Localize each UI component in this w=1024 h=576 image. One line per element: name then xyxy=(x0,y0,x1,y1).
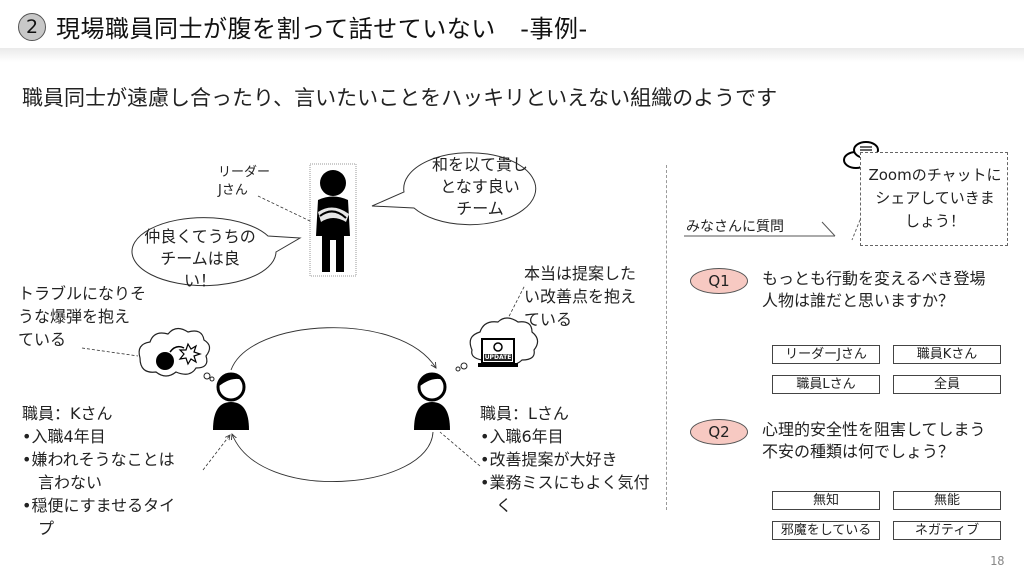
speech-bubble-right xyxy=(371,152,537,226)
zoom-note-text: Zoomのチャットに シェアしていきま しょう！ xyxy=(862,164,1008,233)
k-info-pointer xyxy=(202,435,230,471)
header-shadow xyxy=(0,48,1024,62)
staff-l-bullet: •業務ミスにもよく気付 xyxy=(480,473,650,492)
k-thought-text: トラブルになりそ うな爆弾を抱え ている xyxy=(18,282,146,351)
leader-label-line1: リーダー xyxy=(218,165,271,180)
section-number-badge: 2 xyxy=(18,13,46,41)
q2-option[interactable]: 邪魔をしている xyxy=(772,521,880,540)
speech-right-line: となす良い xyxy=(440,177,520,196)
l-thought-line: ている xyxy=(524,310,573,329)
k-thought-line: トラブルになりそ xyxy=(18,284,147,303)
leader-figure-icon xyxy=(309,163,357,277)
l-thought-line: い改善点を抱え xyxy=(524,287,637,306)
slide-title: 現場職員同士が腹を割って話せていない -事例- xyxy=(56,15,588,43)
staff-l-bullet: •改善提案が大好き xyxy=(480,450,618,469)
bomb-thought-cloud-icon xyxy=(138,327,215,382)
speech-bubble-left xyxy=(131,217,302,287)
staff-k-figure-icon xyxy=(213,372,249,430)
zoom-note-line: しょう！ xyxy=(904,212,965,230)
q1-text: もっとも行動を変えるべき登場人物は誰だと思いますか？ xyxy=(762,269,986,310)
staff-k-bullet: •入職4年目 xyxy=(22,427,106,446)
zoom-note-box xyxy=(860,152,1008,246)
q1-option[interactable]: 職員Lさん xyxy=(772,375,880,394)
staff-k-bullet: •穏便にすませるタイ xyxy=(22,496,176,515)
page-number: 18 xyxy=(990,554,1005,568)
zoom-note-line: Zoomのチャットに xyxy=(868,166,1002,184)
l-thought-pointer xyxy=(499,284,526,335)
speech-left-text: 仲良くてうちの チームは良 い！ xyxy=(134,226,266,292)
section-divider xyxy=(666,165,667,510)
staff-l-bullet: •入職6年目 xyxy=(480,427,564,446)
speech-left-line: い！ xyxy=(183,271,216,290)
l-info-pointer xyxy=(439,431,481,467)
l-thought-text: 本当は提案した い改善点を抱え ている xyxy=(524,262,636,331)
laptop-update-label: UPDATE xyxy=(484,354,512,361)
staff-k-name: 職員：Kさん xyxy=(22,404,113,423)
speech-right-text: 和を以て貴し となす良い チーム xyxy=(420,154,540,220)
k-thought-pointer xyxy=(81,347,139,357)
update-laptop-thought-cloud-icon xyxy=(455,317,539,372)
l-thought-line: 本当は提案した xyxy=(524,264,637,283)
q1-option[interactable]: リーダーJさん xyxy=(772,345,880,364)
staff-l-figure-icon xyxy=(414,372,450,430)
q2-badge: Q2 xyxy=(690,419,748,445)
q1-badge: Q1 xyxy=(690,268,748,294)
speech-left-line: チームは良 xyxy=(160,249,240,268)
staff-k-info: 職員：Kさん •入職4年目 •嫌われそうなことは 言わない •穏便にすませるタイ… xyxy=(22,402,175,540)
q2-option[interactable]: 無能 xyxy=(893,491,1001,510)
speech-right-line: 和を以て貴し xyxy=(431,155,528,174)
k-thought-line: ている xyxy=(18,330,67,349)
arrow-k-to-l xyxy=(230,327,436,371)
k-thought-line: うな爆弾を抱え xyxy=(18,307,131,326)
leader-label-line xyxy=(257,195,313,223)
staff-k-bullet: •嫌われそうなことは xyxy=(22,450,175,469)
q1-option[interactable]: 職員Kさん xyxy=(893,345,1001,364)
staff-l-info: 職員：Lさん •入職6年目 •改善提案が大好き •業務ミスにもよく気付 く xyxy=(480,402,649,517)
staff-k-bullet: プ xyxy=(22,519,55,538)
q2-text: 心理的安全性を阻害してしまう不安の種類は何でしょう？ xyxy=(762,420,986,461)
staff-l-bullet: く xyxy=(480,496,513,515)
arrow-l-to-k xyxy=(232,431,434,482)
speech-right-line: チーム xyxy=(456,199,504,218)
q1-option[interactable]: 全員 xyxy=(893,375,1001,394)
leader-label-line2: Jさん xyxy=(218,183,248,198)
zoom-note-line: シェアしていきま xyxy=(875,189,995,207)
q2-option[interactable]: 無知 xyxy=(772,491,880,510)
q2-option[interactable]: ネガティブ xyxy=(893,521,1001,540)
slide-header xyxy=(0,0,1024,48)
staff-k-bullet: 言わない xyxy=(22,473,103,492)
question-heading: みなさんに質問 xyxy=(686,219,784,235)
slide-subtitle: 職員同士が遠慮し合ったり、言いたいことをハッキリといえない組織のようです xyxy=(22,86,778,110)
speech-left-line: 仲良くてうちの xyxy=(144,227,256,246)
zoom-note-pointer xyxy=(851,214,863,241)
staff-l-name: 職員：Lさん xyxy=(480,404,569,423)
